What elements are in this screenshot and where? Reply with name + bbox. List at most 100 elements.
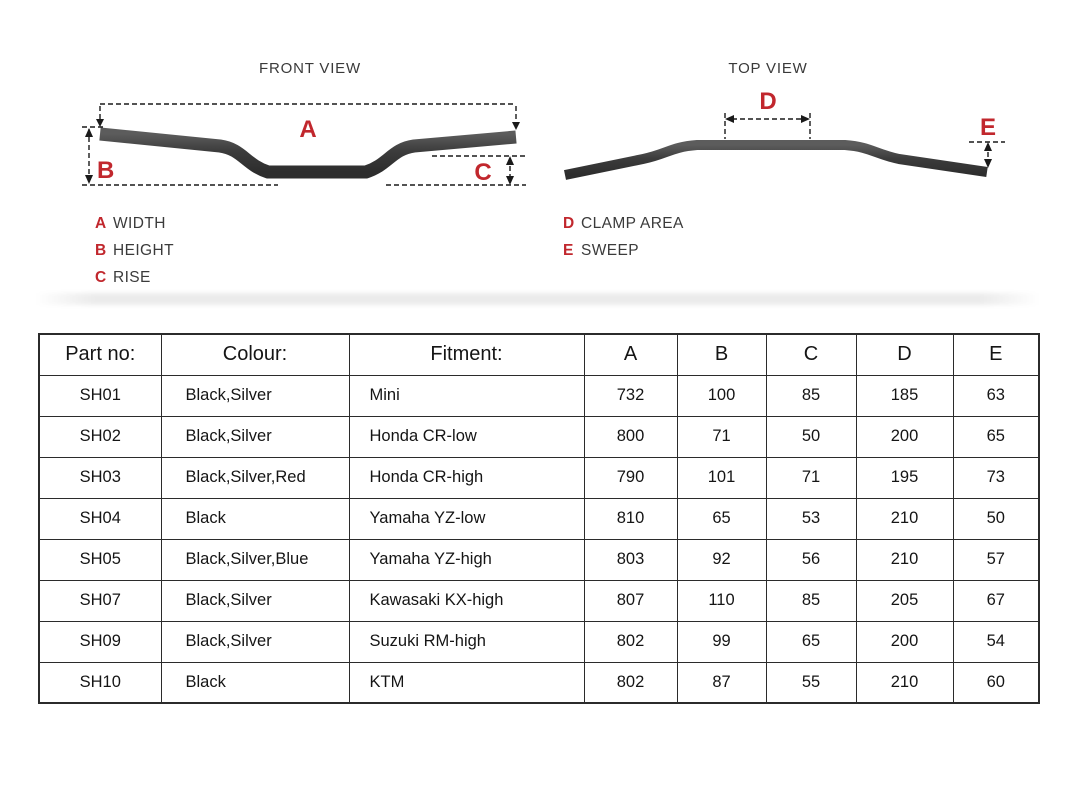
spec-table-cell: 85 bbox=[765, 374, 857, 417]
spec-table-cell: 210 bbox=[855, 538, 954, 581]
legend-item-clamp-area: D CLAMP AREA bbox=[563, 215, 684, 242]
spec-table-cell: 200 bbox=[855, 620, 954, 663]
dimension-height-b: B bbox=[82, 126, 278, 186]
front-view-drawing: A B C bbox=[82, 103, 526, 186]
legend-key-c: C bbox=[95, 269, 107, 286]
spec-table-cell: 200 bbox=[855, 415, 954, 458]
dimension-sweep-e: E bbox=[969, 114, 1005, 168]
legend-item-width: A WIDTH bbox=[95, 215, 174, 242]
spec-table-cell: 71 bbox=[676, 415, 767, 458]
spec-table-cell: SH09 bbox=[38, 620, 162, 663]
spec-table-cell: SH07 bbox=[38, 579, 162, 622]
spec-table-cell: 54 bbox=[952, 620, 1040, 663]
front-view-legend: A WIDTH B HEIGHT C RISE bbox=[95, 215, 174, 296]
spec-table-cell: SH04 bbox=[38, 497, 162, 540]
spec-table-cell: Honda CR-high bbox=[348, 456, 585, 499]
front-view-title: FRONT VIEW bbox=[259, 60, 361, 77]
legend-key-d: D bbox=[563, 215, 575, 232]
col-header-part-no: Part no: bbox=[38, 333, 162, 376]
legend-key-a: A bbox=[95, 215, 107, 232]
spec-table-cell: 195 bbox=[855, 456, 954, 499]
spec-table-cell: 101 bbox=[676, 456, 767, 499]
spec-table-cell: Black bbox=[160, 661, 350, 704]
spec-table-cell: KTM bbox=[348, 661, 585, 704]
dim-label-rise: C bbox=[474, 159, 491, 186]
dim-label-clamp-area: D bbox=[759, 88, 776, 115]
spec-table-cell: 807 bbox=[583, 579, 678, 622]
spec-table-cell: 65 bbox=[765, 620, 857, 663]
spec-table-cell: 50 bbox=[765, 415, 857, 458]
col-header-a: A bbox=[583, 333, 678, 376]
handlebar-front-shape bbox=[99, 127, 517, 179]
legend-label-sweep: SWEEP bbox=[581, 242, 639, 259]
col-header-fitment: Fitment: bbox=[348, 333, 585, 376]
col-header-e: E bbox=[952, 333, 1040, 376]
spec-table-cell: SH03 bbox=[38, 456, 162, 499]
spec-table-cell: Black,Silver bbox=[160, 374, 350, 417]
spec-table-cell: 99 bbox=[676, 620, 767, 663]
spec-table-cell: 65 bbox=[952, 415, 1040, 458]
spec-table-cell: 55 bbox=[765, 661, 857, 704]
col-header-d: D bbox=[855, 333, 954, 376]
spec-table-cell: 185 bbox=[855, 374, 954, 417]
spec-table-cell: Honda CR-low bbox=[348, 415, 585, 458]
spec-table-cell: 732 bbox=[583, 374, 678, 417]
top-view-drawing: D E bbox=[563, 88, 1005, 180]
spec-table: Part no: Colour: Fitment: A B C D E SH01… bbox=[38, 333, 1040, 704]
spec-table-cell: 210 bbox=[855, 497, 954, 540]
col-header-c: C bbox=[765, 333, 857, 376]
spec-table-cell: Yamaha YZ-low bbox=[348, 497, 585, 540]
handlebar-top-shape bbox=[563, 140, 988, 180]
legend-label-height: HEIGHT bbox=[113, 242, 174, 259]
legend-key-e: E bbox=[563, 242, 574, 259]
spec-table-cell: SH10 bbox=[38, 661, 162, 704]
spec-table-cell: 73 bbox=[952, 456, 1040, 499]
spec-table-cell: Black,Silver,Red bbox=[160, 456, 350, 499]
spec-table-cell: SH02 bbox=[38, 415, 162, 458]
spec-table-cell: 100 bbox=[676, 374, 767, 417]
col-header-colour: Colour: bbox=[160, 333, 350, 376]
spec-table-cell: 85 bbox=[765, 579, 857, 622]
spec-table-cell: 110 bbox=[676, 579, 767, 622]
spec-table-cell: 60 bbox=[952, 661, 1040, 704]
dim-label-sweep: E bbox=[980, 114, 996, 141]
spec-table-cell: SH01 bbox=[38, 374, 162, 417]
legend-item-sweep: E SWEEP bbox=[563, 242, 684, 269]
spec-table-cell: 53 bbox=[765, 497, 857, 540]
spec-table-cell: 50 bbox=[952, 497, 1040, 540]
dim-label-height: B bbox=[97, 157, 114, 184]
spec-table-cell: SH05 bbox=[38, 538, 162, 581]
spec-table-cell: 210 bbox=[855, 661, 954, 704]
col-header-b: B bbox=[676, 333, 767, 376]
spec-table-cell: Black,Silver bbox=[160, 620, 350, 663]
spec-table-cell: 57 bbox=[952, 538, 1040, 581]
spec-table-cell: Black bbox=[160, 497, 350, 540]
legend-label-rise: RISE bbox=[113, 269, 151, 286]
spec-table-header-row: Part no: Colour: Fitment: A B C D E bbox=[38, 333, 1040, 376]
spec-table-cell: 800 bbox=[583, 415, 678, 458]
top-view-legend: D CLAMP AREA E SWEEP bbox=[563, 215, 684, 269]
spec-table-cell: 802 bbox=[583, 661, 678, 704]
spec-table-cell: 71 bbox=[765, 456, 857, 499]
spec-table-cell: Black,Silver,Blue bbox=[160, 538, 350, 581]
spec-table-cell: 92 bbox=[676, 538, 767, 581]
legend-label-width: WIDTH bbox=[113, 215, 166, 232]
spec-table-cell: 67 bbox=[952, 579, 1040, 622]
spec-table-cell: Mini bbox=[348, 374, 585, 417]
divider-shadow bbox=[35, 293, 1040, 305]
spec-table-cell: 803 bbox=[583, 538, 678, 581]
spec-table-cell: 56 bbox=[765, 538, 857, 581]
spec-table-cell: Yamaha YZ-high bbox=[348, 538, 585, 581]
spec-table-cell: 87 bbox=[676, 661, 767, 704]
spec-table-cell: Black,Silver bbox=[160, 415, 350, 458]
legend-key-b: B bbox=[95, 242, 107, 259]
spec-table-cell: 63 bbox=[952, 374, 1040, 417]
spec-table-cell: Black,Silver bbox=[160, 579, 350, 622]
spec-table-cell: Kawasaki KX-high bbox=[348, 579, 585, 622]
